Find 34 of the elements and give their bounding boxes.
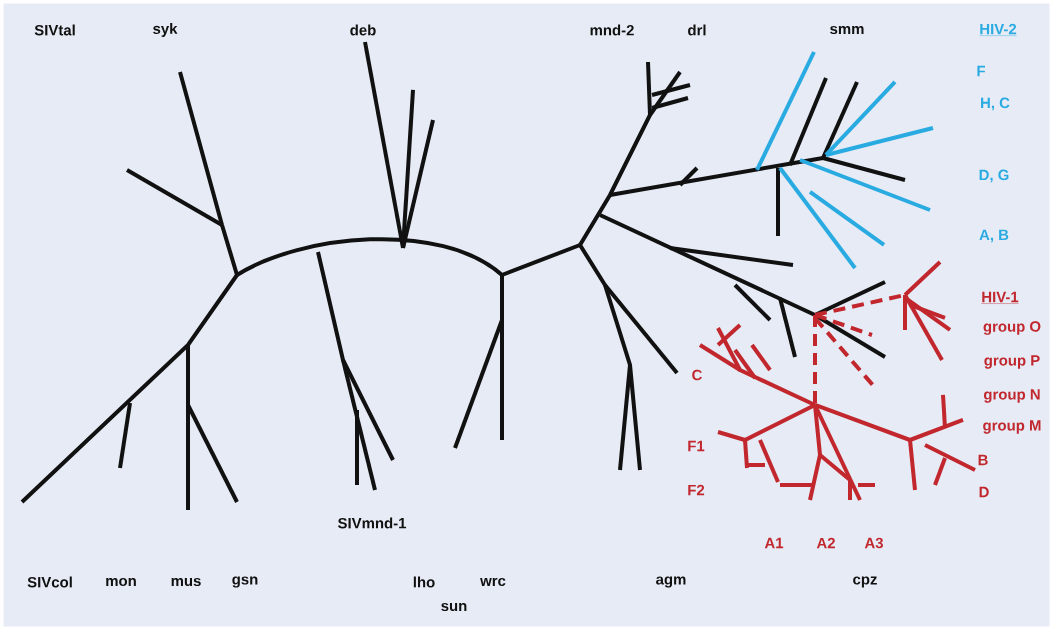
taxon-label: D <box>979 486 989 498</box>
taxon-label: A2 <box>816 537 835 549</box>
taxon-label: F <box>977 65 985 77</box>
taxon-label: mus <box>171 577 201 587</box>
taxon-label: drl <box>688 24 706 36</box>
taxon-label: lho <box>413 576 435 588</box>
taxon-label: SIVtal <box>34 24 75 36</box>
taxon-label: HIV-2 <box>979 23 1017 36</box>
taxon-label: agm <box>656 576 686 588</box>
taxon-label: mnd-2 <box>590 24 634 36</box>
taxon-label: F1 <box>688 440 705 452</box>
taxon-label: C <box>692 369 702 381</box>
taxon-label: B <box>978 454 988 466</box>
taxon-label: HIV-1 <box>981 291 1019 304</box>
taxon-label: SIVcol <box>27 576 72 588</box>
taxon-label: A, B <box>979 229 1009 243</box>
taxon-label: mon <box>106 577 136 587</box>
taxon-label: smm <box>830 25 864 35</box>
taxon-label: group P <box>984 355 1040 369</box>
taxon-label: SIVmnd-1 <box>338 517 407 529</box>
taxon-label: F2 <box>688 484 705 496</box>
taxon-label: group M <box>983 420 1041 434</box>
taxon-label: group O <box>983 321 1041 335</box>
taxon-label: deb <box>350 24 376 36</box>
taxon-label: cpz <box>853 576 877 588</box>
taxon-label: wrc <box>480 577 506 587</box>
taxon-label: D, G <box>979 169 1009 183</box>
taxon-label: gsn <box>232 576 258 588</box>
taxon-label: A3 <box>864 537 883 549</box>
taxon-label: H, C <box>981 97 1010 111</box>
taxon-label: group N <box>983 389 1040 403</box>
taxon-label: sun <box>441 602 467 612</box>
taxon-label: A1 <box>764 537 784 549</box>
taxon-label: syk <box>153 23 178 37</box>
